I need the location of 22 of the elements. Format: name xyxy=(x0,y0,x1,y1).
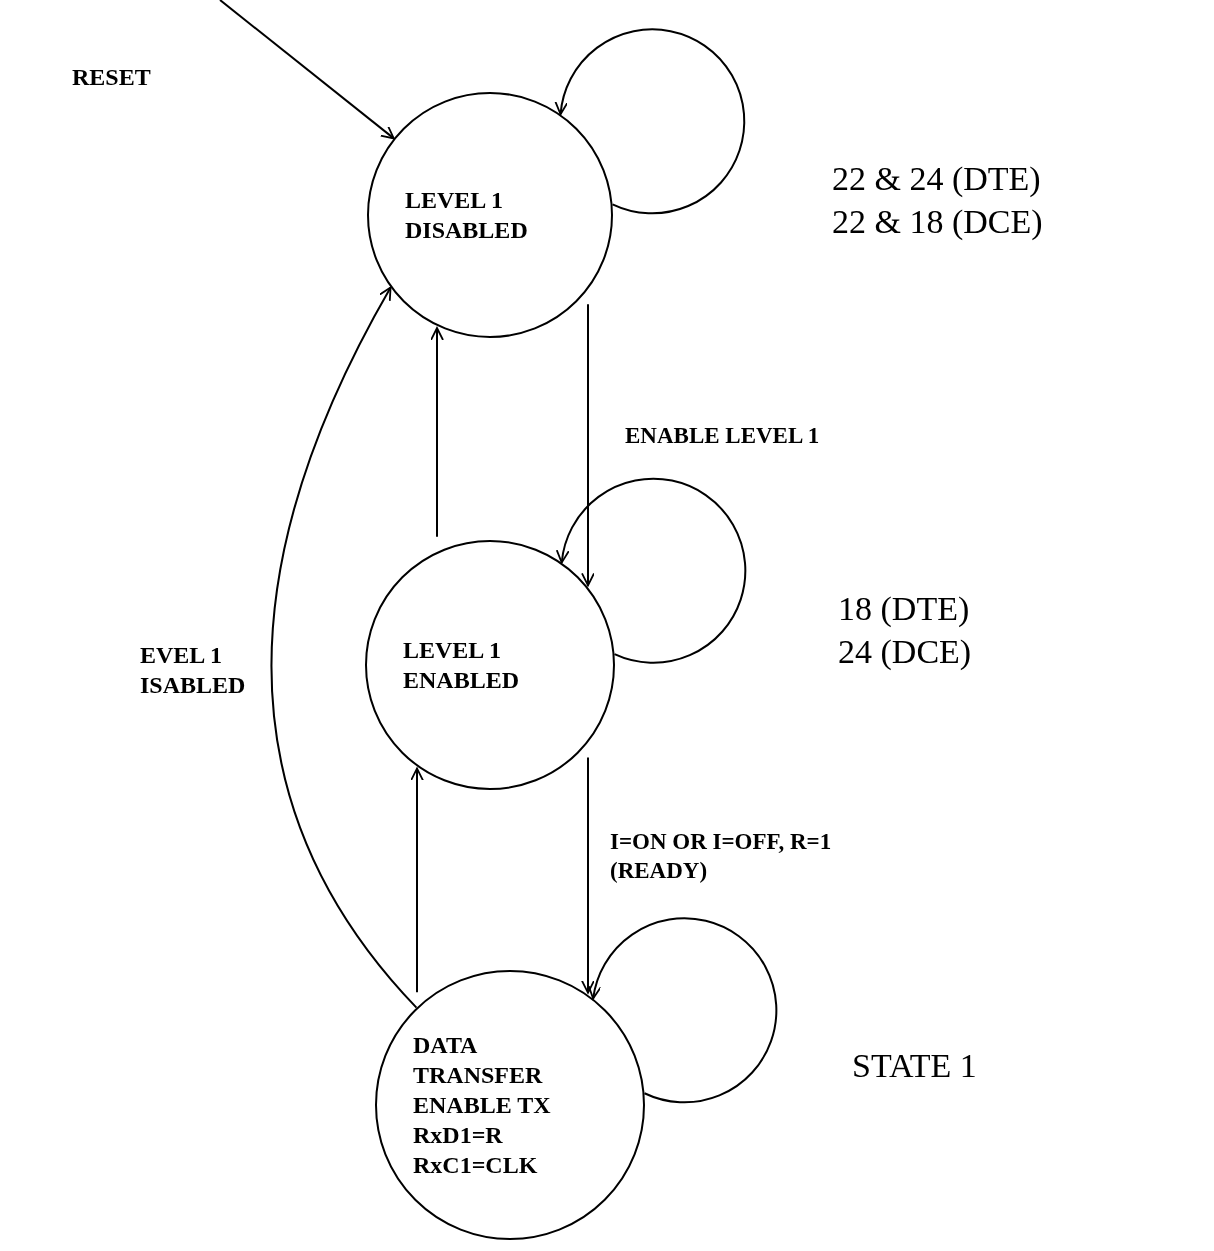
edge-label: RESET xyxy=(72,63,152,92)
arrow xyxy=(556,477,747,664)
edge-label: ENABLE LEVEL 1 xyxy=(625,422,821,450)
state-label: RxC1=CLK xyxy=(413,1151,539,1180)
edge-label: 18 (DTE) 24 (DCE) xyxy=(838,589,973,672)
arrow xyxy=(219,0,395,140)
edge-label: I=ON OR I=OFF, R=1 (READY) xyxy=(610,828,833,885)
edge-label: 22 & 24 (DTE) 22 & 18 (DCE) xyxy=(832,159,1044,242)
arrow xyxy=(555,28,746,215)
state-label: RxD1=R xyxy=(413,1121,504,1150)
arrow xyxy=(588,917,778,1104)
arrow xyxy=(270,286,418,1009)
arrow xyxy=(430,327,444,538)
state-label: LEVEL 1 ENABLED xyxy=(403,636,521,695)
state-label: DATA TRANSFER xyxy=(413,1031,544,1090)
state-label: ENABLE TX xyxy=(413,1091,552,1120)
edge-label: EVEL 1 ISABLED xyxy=(140,641,247,700)
state-label: LEVEL 1 DISABLED xyxy=(405,186,529,245)
arrow xyxy=(410,767,424,994)
arrow xyxy=(581,756,595,994)
edge-label: STATE 1 xyxy=(852,1046,978,1086)
arrow xyxy=(581,303,595,587)
